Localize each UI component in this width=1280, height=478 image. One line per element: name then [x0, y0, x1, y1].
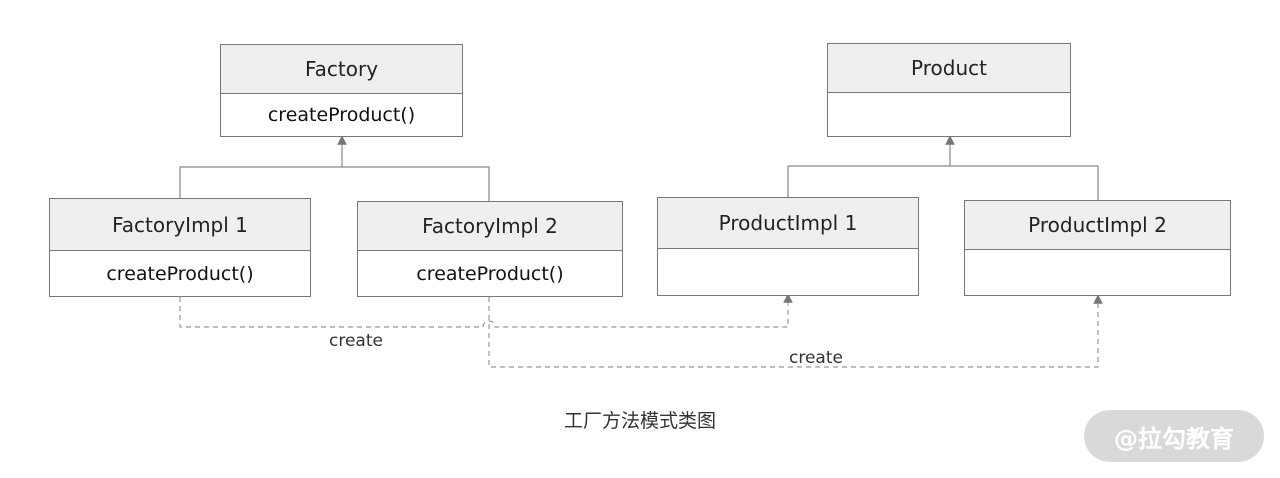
factory-impl-1-class-method: createProduct()	[106, 262, 254, 285]
create-dependency-1	[179, 293, 793, 328]
factory-class-method: createProduct()	[267, 104, 416, 126]
factory-class: Factory createProduct()	[220, 44, 463, 137]
inheritance-line-product-impl-1	[787, 165, 950, 197]
product-impl-1-class: ProductImpl 1	[657, 197, 919, 296]
factory-inheritance	[179, 135, 490, 201]
factory-impl-1-class-name: FactoryImpl 1	[50, 199, 310, 251]
diagram-caption: 工厂方法模式类图	[563, 410, 716, 432]
create-dependency-2	[488, 294, 1103, 368]
create-label-2: create	[789, 348, 843, 368]
inheritance-line-factory-impl-1	[179, 166, 342, 198]
factory-class-name: Factory	[221, 45, 462, 94]
factory-impl-2-class-name: FactoryImpl 2	[358, 202, 622, 251]
product-impl-1-class-body	[658, 249, 918, 295]
product-impl-2-class: ProductImpl 2	[964, 200, 1231, 296]
product-class-body	[828, 93, 1070, 136]
create-label-1: create	[329, 331, 383, 351]
inheritance-line-factory-impl-2	[342, 166, 490, 201]
product-impl-2-class-name: ProductImpl 2	[965, 201, 1230, 250]
watermark-badge: @拉勾教育	[1084, 410, 1264, 462]
factory-impl-1-class: FactoryImpl 1 createProduct()	[49, 198, 311, 297]
product-impl-2-class-body	[965, 250, 1230, 295]
product-impl-1-class-name: ProductImpl 1	[658, 198, 918, 249]
factory-impl-2-class-method: createProduct()	[416, 262, 564, 285]
inheritance-line-product-impl-2	[950, 165, 1099, 200]
factory-impl-2-class: FactoryImpl 2 createProduct()	[357, 201, 623, 297]
product-class: Product	[827, 43, 1071, 137]
product-inheritance	[787, 135, 1099, 200]
product-class-name: Product	[828, 44, 1070, 93]
